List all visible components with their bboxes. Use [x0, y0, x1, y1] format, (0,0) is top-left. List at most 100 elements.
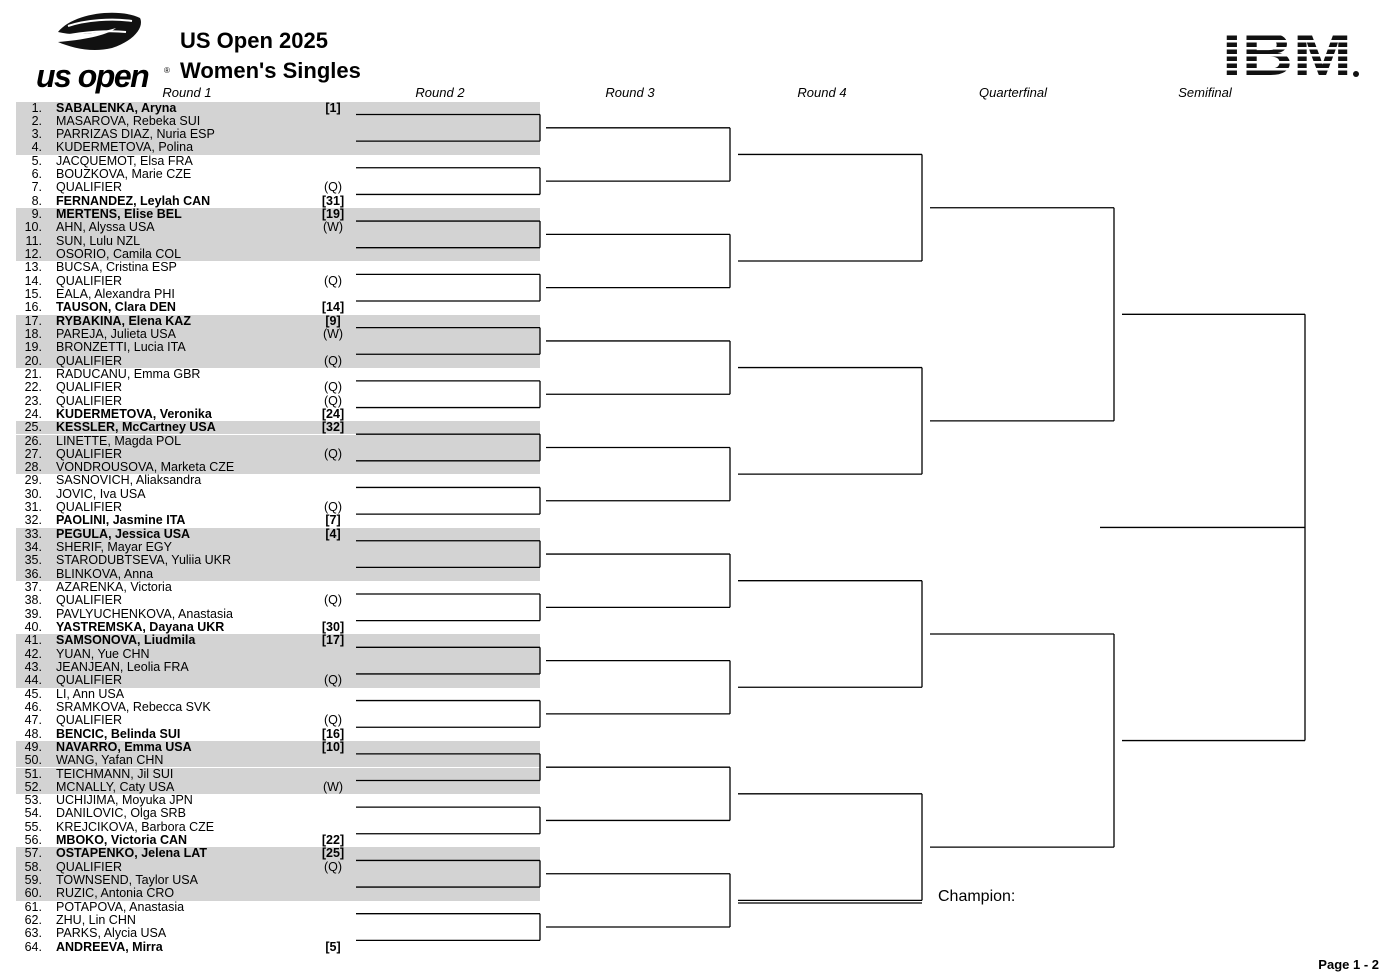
- entry-number: 8.: [31, 193, 42, 208]
- event-title-line1: US Open 2025: [180, 28, 328, 53]
- draw-entry: 52.MCNALLY, Caty USA(W): [16, 779, 540, 795]
- draw-entry: 33.PEGULA, Jessica USA[4]: [16, 526, 540, 542]
- round-heading-round4: Round 4: [797, 85, 847, 100]
- draw-entry: 36.BLINKOVA, Anna: [16, 567, 540, 581]
- entry-number: 35.: [24, 553, 42, 568]
- entry-number: 23.: [24, 393, 42, 408]
- player-name: MASAROVA, Rebeka SUI: [56, 113, 201, 128]
- player-name: QUALIFIER: [56, 273, 122, 288]
- entry-number: 53.: [24, 793, 42, 808]
- player-name: QUALIFIER: [56, 380, 122, 395]
- draw-entry: 42.YUAN, Yue CHN: [16, 647, 540, 661]
- entry-number: 38.: [24, 593, 42, 608]
- draw-entry: 25.KESSLER, McCartney USA[32]: [16, 420, 540, 435]
- draw-entry: 6.BOUZKOVA, Marie CZE: [16, 167, 540, 181]
- draw-entry: 34.SHERIF, Mayar EGY: [16, 540, 540, 555]
- entry-number: 52.: [24, 779, 42, 794]
- player-seed: [4]: [325, 526, 341, 541]
- entry-number: 57.: [24, 846, 42, 861]
- entry-number: 41.: [24, 633, 42, 648]
- player-seed: [10]: [321, 739, 345, 754]
- entry-number: 30.: [24, 486, 42, 501]
- event-title-line2: Women's Singles: [180, 58, 361, 83]
- draw-entry: 30.JOVIC, Iva USA: [16, 486, 540, 501]
- player-name: MERTENS, Elise BEL: [56, 207, 182, 222]
- draw-entry: 10.AHN, Alyssa USA(W): [16, 220, 540, 235]
- entry-number: 29.: [24, 473, 42, 488]
- entry-number: 62.: [24, 913, 42, 928]
- draw-entry: 43. JEANJEAN, Leolia FRA: [16, 659, 540, 675]
- player-seed: (Q): [323, 353, 343, 368]
- draw-entry: 23.QUALIFIER(Q): [16, 393, 540, 408]
- draw-entry: 40.YASTREMSKA, Dayana UKR[30]: [16, 619, 540, 634]
- draw-entry: 17.RYBAKINA, Elena KAZ[9]: [16, 314, 540, 328]
- player-name: AHN, Alyssa USA: [56, 220, 155, 235]
- player-seed: [16]: [321, 726, 345, 741]
- player-name: QUALIFIER: [56, 500, 122, 515]
- entry-number: 45.: [24, 686, 42, 701]
- entry-number: 13.: [24, 260, 42, 275]
- draw-entry: 47.QUALIFIER(Q): [16, 713, 540, 728]
- player-name: QUALIFIER: [56, 673, 122, 688]
- player-name: QUALIFIER: [56, 593, 122, 608]
- draw-entry: 3.PARRIZAS DIAZ, Nuria ESP: [16, 127, 540, 142]
- player-name: ANDREEVA, Mirra: [56, 939, 163, 954]
- draw-entry: 9.MERTENS, Elise BEL[19]: [16, 207, 540, 222]
- round-heading-semifinal: Semifinal: [1178, 85, 1232, 100]
- draw-entry: 8. FERNANDEZ, Leylah CAN [31]: [16, 193, 540, 208]
- entry-number: 27.: [24, 446, 42, 461]
- player-name: STARODUBTSEVA, Yuliia UKR: [56, 553, 232, 568]
- draw-entry: 63.PARKS, Alycia USA: [16, 927, 540, 941]
- round-heading-round2: Round 2: [415, 85, 465, 100]
- entry-number: 22.: [24, 380, 42, 395]
- player-name: SASNOVICH, Aliaksandra: [56, 473, 202, 488]
- player-seed: [31]: [321, 193, 345, 208]
- player-name: RADUCANU, Emma GBR: [56, 366, 201, 381]
- player-name: SUN, Lulu NZL: [56, 233, 141, 248]
- entry-number: 47.: [24, 713, 42, 728]
- entry-number: 10.: [24, 220, 42, 235]
- draw-entry: 57.OSTAPENKO, Jelena LAT[25]: [16, 846, 540, 861]
- logo-registered: ®: [164, 66, 170, 75]
- draw-entry: 37.AZARENKA, Victoria: [16, 580, 540, 594]
- entry-number: 50.: [24, 753, 42, 768]
- entry-number: 20.: [24, 353, 42, 368]
- entry-number: 54.: [24, 806, 42, 821]
- player-seed: (Q): [323, 180, 343, 195]
- player-name: SRAMKOVA, Rebecca SVK: [56, 699, 211, 714]
- player-seed: [17]: [321, 633, 345, 648]
- us-open-flame-icon: [58, 12, 141, 51]
- entry-number: 48.: [24, 726, 42, 741]
- entry-number: 19.: [24, 340, 42, 355]
- draw-entry: 32.PAOLINI, Jasmine ITA[7]: [16, 514, 540, 528]
- entry-number: 46.: [24, 699, 42, 714]
- entry-number: 55.: [24, 819, 42, 834]
- player-seed: [1]: [325, 100, 341, 115]
- draw-entry: 15.EALA, Alexandra PHI: [16, 287, 540, 301]
- entry-number: 43.: [24, 659, 42, 674]
- player-name: DANILOVIC, Olga SRB: [56, 806, 186, 821]
- player-seed: (Q): [323, 500, 343, 515]
- player-name: FERNANDEZ, Leylah CAN: [56, 193, 211, 208]
- draw-entry: 14.QUALIFIER(Q): [16, 273, 540, 288]
- entry-number: 39.: [24, 606, 42, 621]
- entry-number: 12.: [24, 247, 42, 262]
- entry-number: 7.: [31, 180, 42, 195]
- entry-number: 58.: [24, 859, 42, 874]
- draw-entry: 24.KUDERMETOVA, Veronika[24]: [16, 407, 540, 421]
- player-name: SHERIF, Mayar EGY: [56, 540, 172, 555]
- player-seed: [30]: [321, 619, 345, 634]
- player-name: QUALIFIER: [56, 393, 122, 408]
- player-name: YASTREMSKA, Dayana UKR: [56, 619, 225, 634]
- entry-number: 44.: [24, 673, 42, 688]
- entry-number: 4.: [31, 140, 42, 155]
- player-name: JEANJEAN, Leolia FRA: [56, 659, 189, 674]
- player-name: QUALIFIER: [56, 859, 122, 874]
- player-name: KUDERMETOVA, Polina: [56, 140, 194, 155]
- player-seed: (Q): [323, 380, 343, 395]
- player-name: ZHU, Lin CHN: [56, 913, 136, 928]
- player-name: KREJCIKOVA, Barbora CZE: [56, 819, 215, 834]
- player-seed: [19]: [321, 207, 345, 222]
- draw-entry: 27.QUALIFIER(Q): [16, 446, 540, 462]
